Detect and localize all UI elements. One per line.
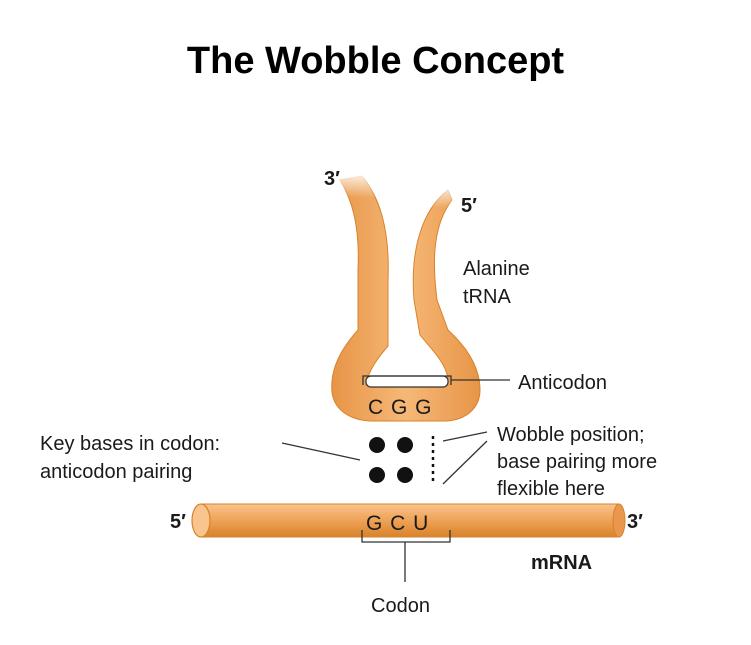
pairing-dot xyxy=(369,437,385,453)
mrna-5prime-label: 5′ xyxy=(170,511,186,533)
trna-name-line1: Alanine xyxy=(463,258,530,280)
trna-3prime-label: 3′ xyxy=(324,168,340,190)
codon-label: Codon xyxy=(371,595,430,617)
anticodon-bracket xyxy=(362,375,510,385)
anticodon-bases: C G G xyxy=(368,396,433,419)
wobble-label-line3: flexible here xyxy=(497,478,605,500)
trna-5prime-label: 5′ xyxy=(461,195,477,217)
mrna-3prime-label: 3′ xyxy=(627,511,643,533)
anticodon-loop xyxy=(365,375,449,388)
pairing-dots xyxy=(369,437,413,483)
trna-name-line2: tRNA xyxy=(463,286,511,308)
wobble-leader-line-1 xyxy=(442,431,488,442)
anticodon-label: Anticodon xyxy=(518,372,607,394)
trna-molecule xyxy=(330,170,481,422)
mrna-strand xyxy=(191,503,626,538)
codon-bases: G C U xyxy=(366,512,429,535)
mrna-label: mRNA xyxy=(531,552,592,574)
key-bases-label-line1: Key bases in codon: xyxy=(40,433,220,455)
key-bases-label-line2: anticodon pairing xyxy=(40,461,192,483)
key-bases-leader-line xyxy=(281,442,361,461)
wobble-label-line1: Wobble position; xyxy=(497,424,645,446)
wobble-leader-line-2 xyxy=(442,440,488,485)
trna-body xyxy=(331,175,481,422)
pairing-dot xyxy=(397,437,413,453)
page-title: The Wobble Concept xyxy=(186,40,565,82)
codon-bracket xyxy=(361,530,451,582)
pairing-dot xyxy=(369,467,385,483)
pairing-dot xyxy=(397,467,413,483)
wobble-label-line2: base pairing more xyxy=(497,451,657,473)
